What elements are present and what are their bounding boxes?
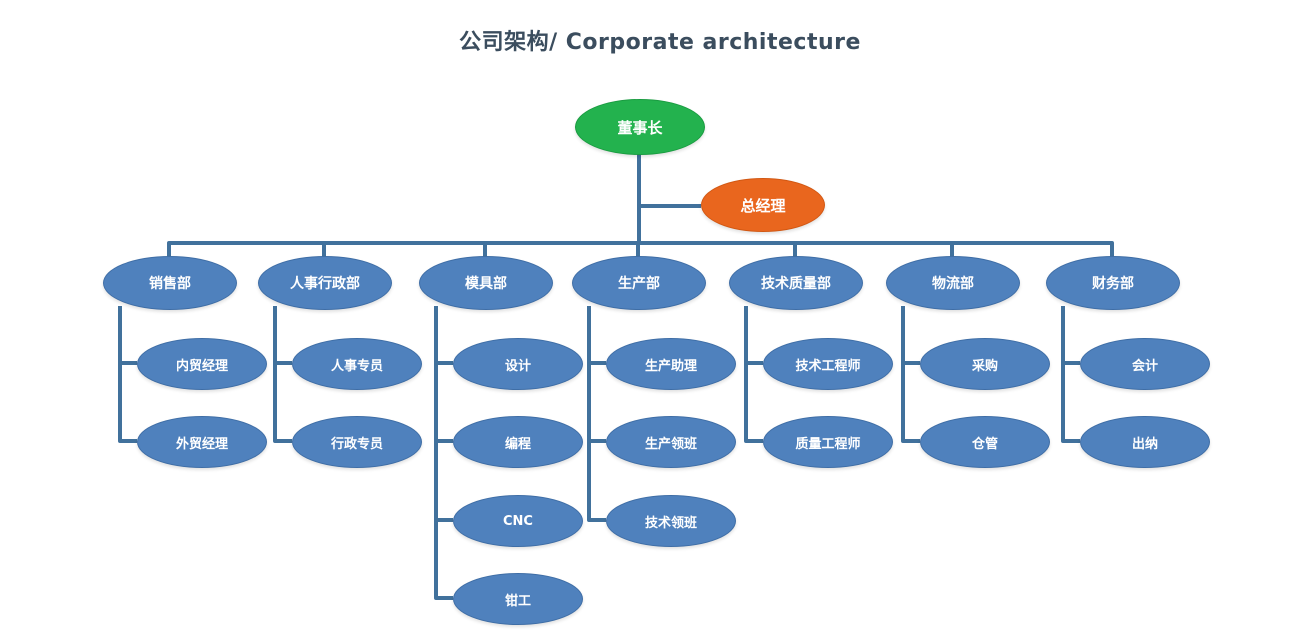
node-sub-cnc: CNC bbox=[453, 495, 583, 547]
node-dept-logistics: 物流部 bbox=[886, 256, 1020, 310]
node-sub-fitter: 钳工 bbox=[453, 573, 583, 625]
node-dept-mold: 模具部 bbox=[419, 256, 553, 310]
node-sub-programming: 编程 bbox=[453, 416, 583, 468]
node-general-manager: 总经理 bbox=[701, 178, 825, 232]
node-sub-technical-foreman: 技术领班 bbox=[606, 495, 736, 547]
page-title: 公司架构/ Corporate architecture bbox=[459, 30, 861, 55]
node-sub-cashier: 出纳 bbox=[1080, 416, 1210, 468]
node-sub-domestic-trade-manager: 内贸经理 bbox=[137, 338, 267, 390]
node-sub-hr-specialist: 人事专员 bbox=[292, 338, 422, 390]
node-dept-hr-admin: 人事行政部 bbox=[258, 256, 392, 310]
node-sub-production-assistant: 生产助理 bbox=[606, 338, 736, 390]
node-sub-production-foreman: 生产领班 bbox=[606, 416, 736, 468]
node-sub-quality-engineer: 质量工程师 bbox=[763, 416, 893, 468]
node-chairman: 董事长 bbox=[575, 99, 705, 155]
node-dept-tech-quality: 技术质量部 bbox=[729, 256, 863, 310]
node-sub-foreign-trade-manager: 外贸经理 bbox=[137, 416, 267, 468]
node-sub-design: 设计 bbox=[453, 338, 583, 390]
node-dept-production: 生产部 bbox=[572, 256, 706, 310]
node-dept-sales: 销售部 bbox=[103, 256, 237, 310]
node-dept-finance: 财务部 bbox=[1046, 256, 1180, 310]
node-sub-admin-specialist: 行政专员 bbox=[292, 416, 422, 468]
node-sub-technical-engineer: 技术工程师 bbox=[763, 338, 893, 390]
node-sub-warehouse: 仓管 bbox=[920, 416, 1050, 468]
node-sub-purchasing: 采购 bbox=[920, 338, 1050, 390]
node-sub-accountant: 会计 bbox=[1080, 338, 1210, 390]
